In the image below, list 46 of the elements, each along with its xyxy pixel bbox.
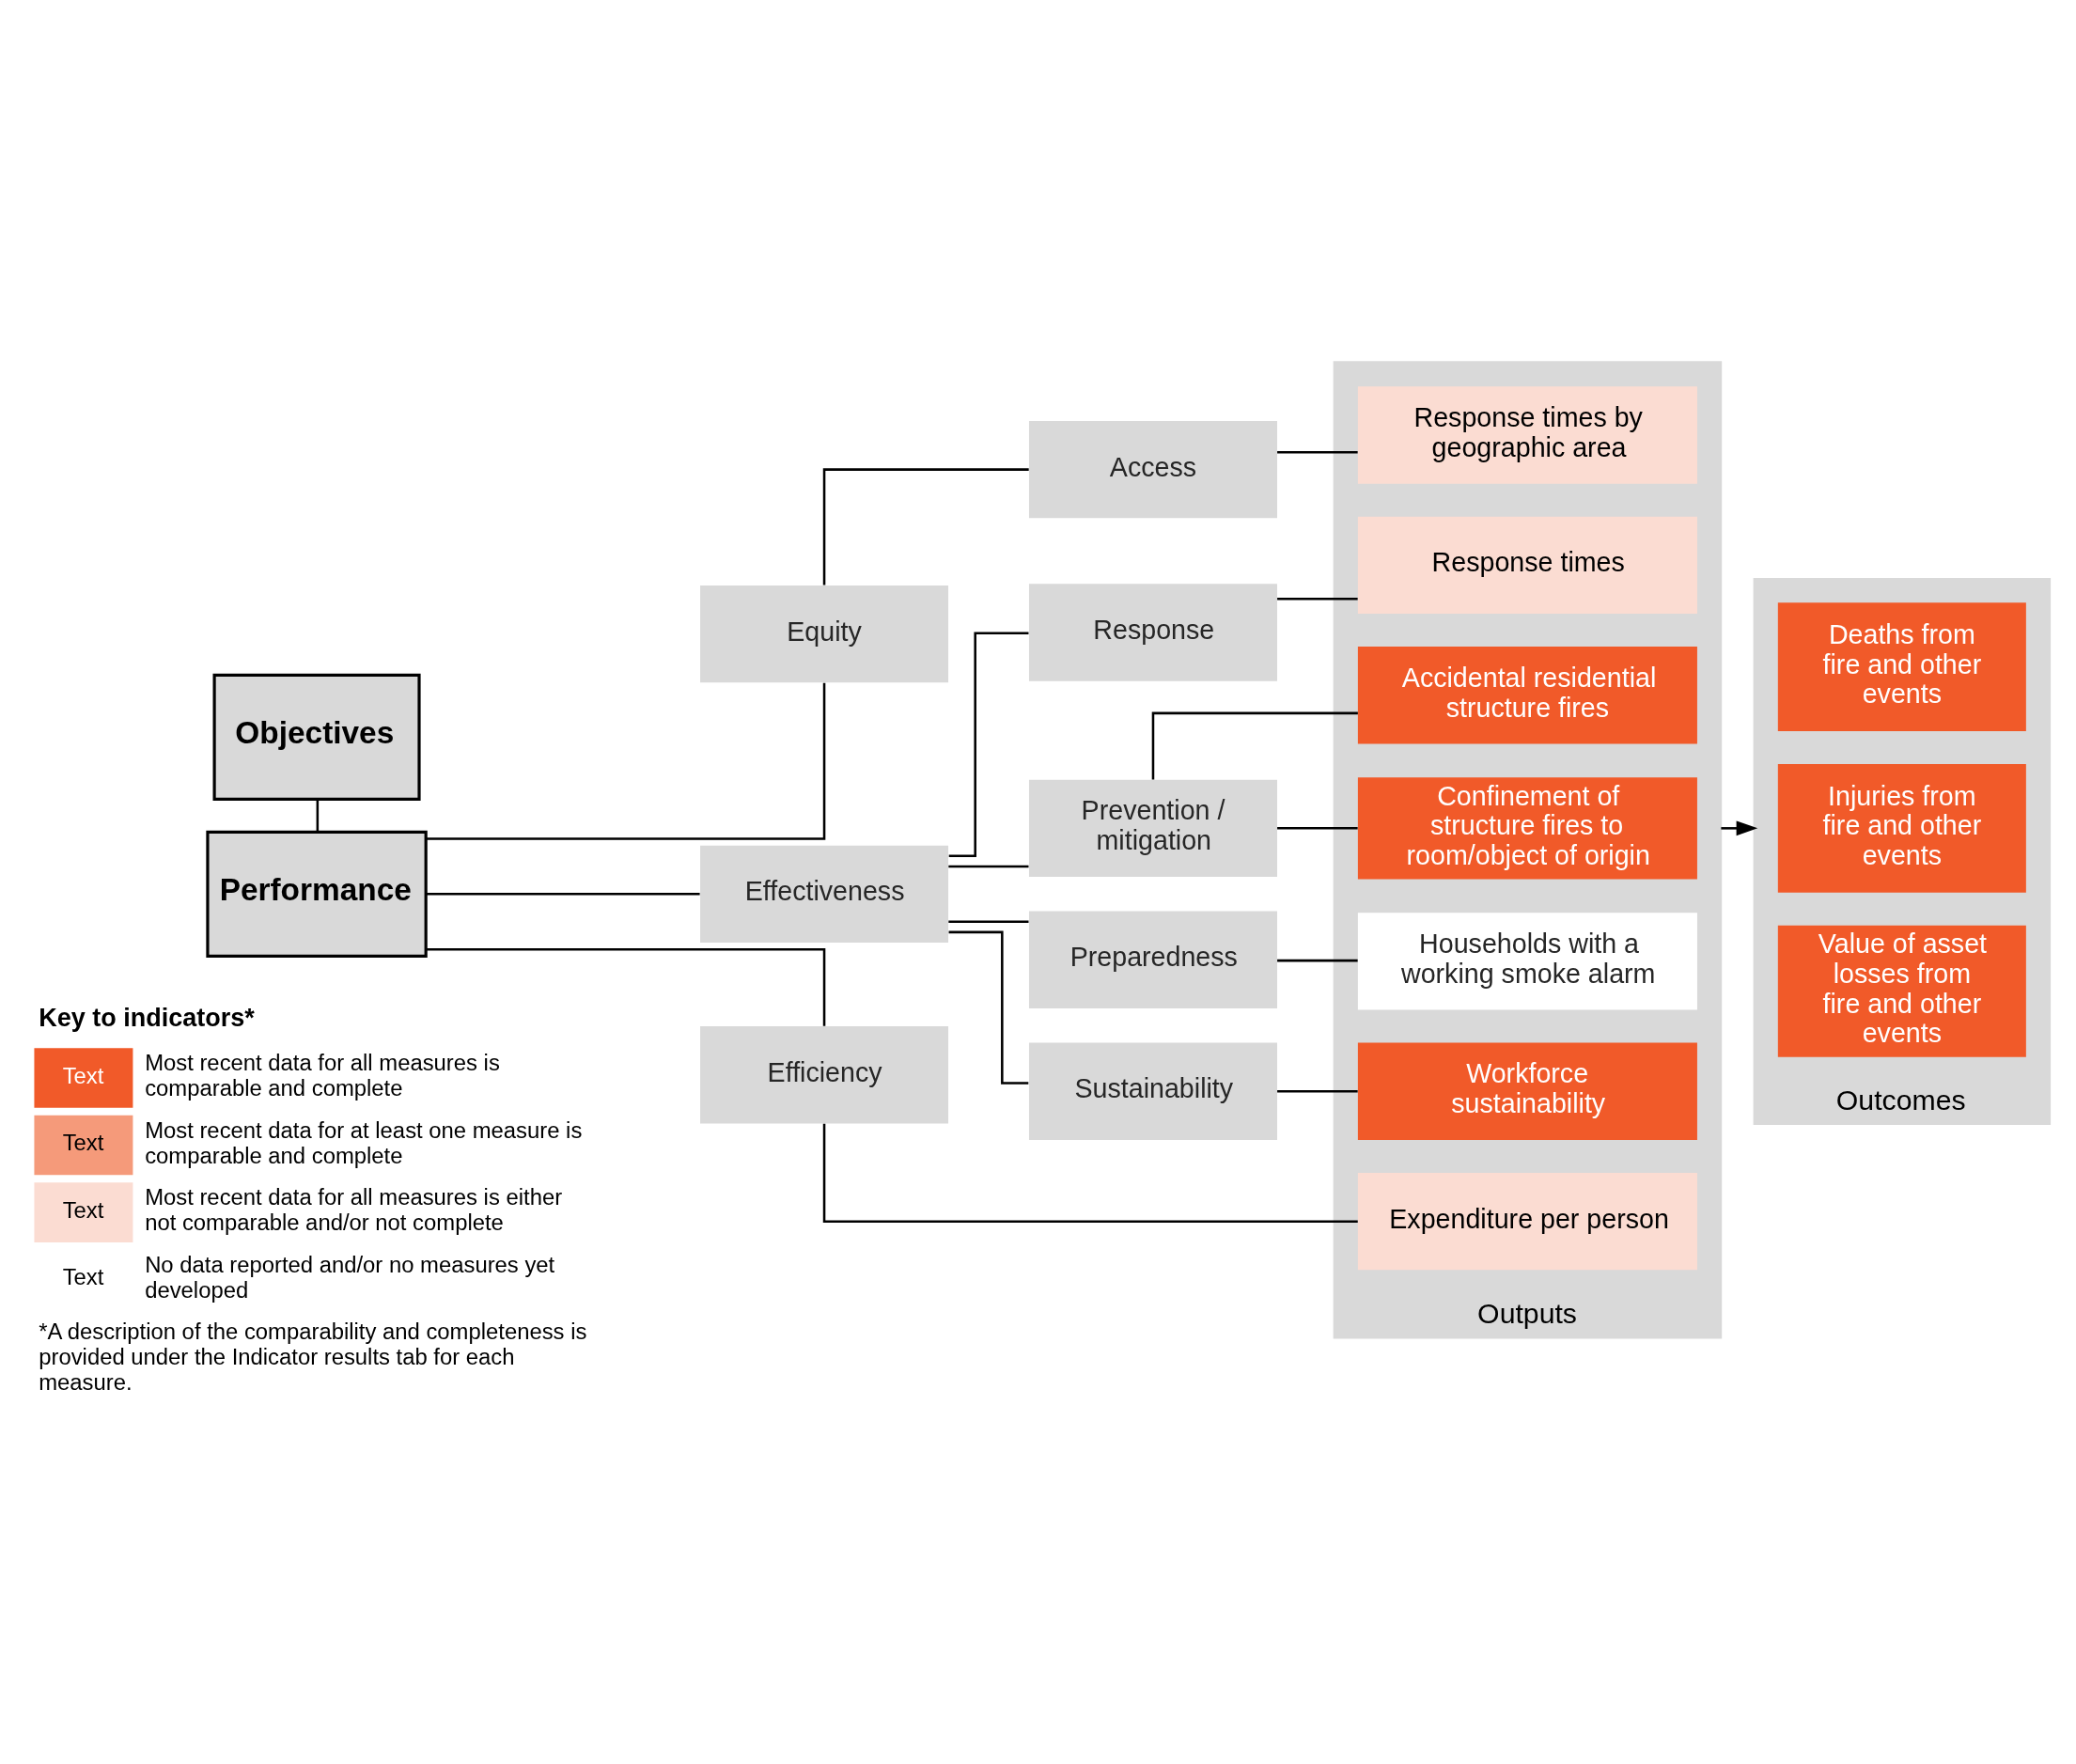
connector xyxy=(822,1123,1358,1223)
node-box: Prevention / mitigation xyxy=(1028,779,1277,877)
node-box: Response xyxy=(1028,583,1277,681)
connector xyxy=(1277,959,1358,961)
node-box: Preparedness xyxy=(1028,911,1277,1008)
connector xyxy=(948,920,1029,923)
connector xyxy=(426,682,826,840)
node-box: Expenditure per person xyxy=(1357,1172,1697,1270)
node-box: Equity xyxy=(700,585,949,682)
node-box: Effectiveness xyxy=(700,845,949,943)
arrow xyxy=(1721,820,1758,835)
node-box: Efficiency xyxy=(700,1025,949,1123)
node-box: Value of asset losses from fire and other events xyxy=(1777,925,2026,1057)
label: Text xyxy=(62,1062,104,1088)
connector xyxy=(948,632,1029,857)
label: Key to indicators* xyxy=(39,1003,255,1032)
connector xyxy=(426,892,700,896)
connector xyxy=(1277,826,1358,830)
connector xyxy=(948,865,1029,867)
label: Text xyxy=(62,1129,104,1155)
label: Text xyxy=(62,1196,104,1223)
node-box: Sustainability xyxy=(1028,1042,1277,1140)
legend-label: No data reported and/or no measures yet developed xyxy=(145,1251,555,1303)
node-box: Injuries from fire and other events xyxy=(1777,763,2026,893)
connector xyxy=(426,947,826,1026)
label: *A description of the comparability and completeness is provided under the Indicator results tab for each measure. xyxy=(39,1318,587,1395)
node-box: Confinement of structure fires to room/object of origin xyxy=(1357,776,1697,879)
node-box: Accidental residential structure fires xyxy=(1357,646,1697,743)
node-box: Response times xyxy=(1357,516,1697,614)
connector xyxy=(1277,1089,1358,1093)
legend-label: Most recent data for at least one measure is comparable and complete xyxy=(145,1116,583,1168)
connector xyxy=(1151,711,1358,779)
connector xyxy=(822,467,1029,585)
node-box: Workforce sustainability xyxy=(1357,1042,1697,1140)
node-box: Response times by geographic area xyxy=(1357,385,1697,484)
node-box: Households with a working smoke alarm xyxy=(1357,912,1697,1010)
node-box: Access xyxy=(1028,420,1277,518)
label: Text xyxy=(62,1263,104,1289)
node-box: Deaths from fire and other events xyxy=(1777,601,2026,731)
node-box: Objectives xyxy=(212,673,421,801)
legend-label: Most recent data for all measures is comparable and complete xyxy=(145,1049,500,1101)
node-box: Performance xyxy=(206,830,428,958)
connector xyxy=(316,799,320,832)
legend-label: Most recent data for all measures is either not comparable and/or not complete xyxy=(145,1183,563,1235)
connector xyxy=(1277,597,1358,600)
connector xyxy=(1277,450,1358,454)
